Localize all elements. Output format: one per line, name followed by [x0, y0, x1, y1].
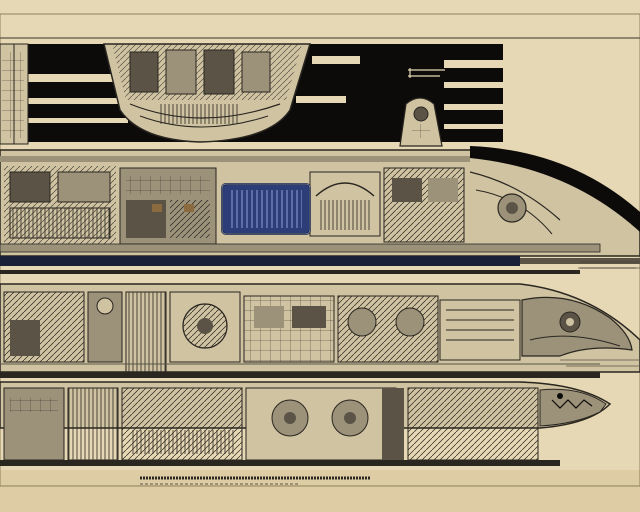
lower-machinery-deck — [0, 283, 640, 378]
frame-border — [0, 13, 640, 487]
blue-reactor-panel — [221, 183, 311, 235]
top-dome-module — [103, 43, 312, 143]
left-tower — [0, 43, 29, 145]
right-annotation-strokes — [560, 261, 640, 367]
paper-stain — [0, 470, 640, 512]
bottom-deck — [0, 381, 612, 466]
bottom-annotation — [140, 476, 370, 485]
top-turret — [399, 97, 443, 147]
upper-hull — [0, 146, 640, 257]
